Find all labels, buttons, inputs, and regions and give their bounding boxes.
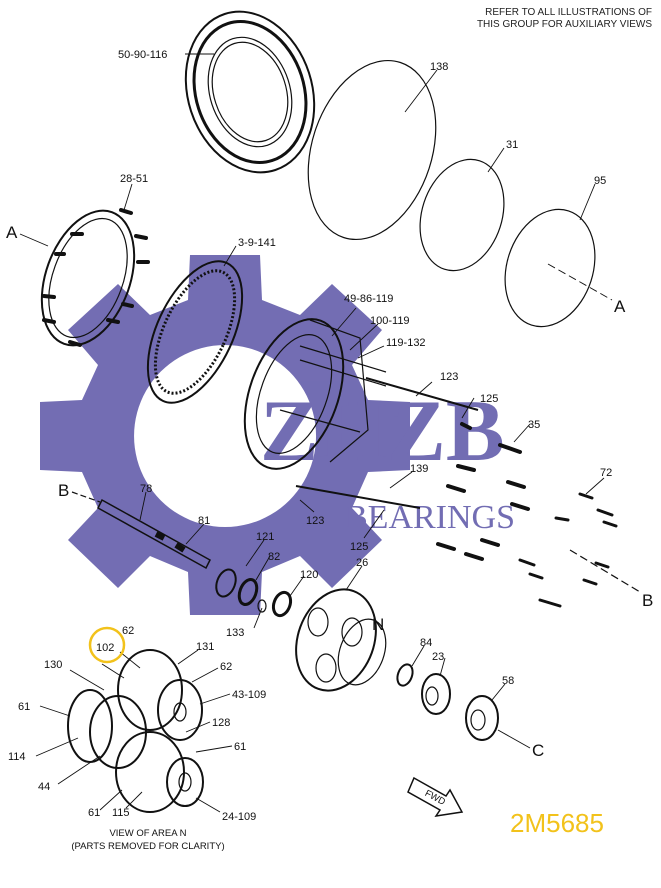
callout-label: 133	[226, 627, 244, 639]
callout-label: 125	[480, 393, 498, 405]
callout-label: 61	[234, 741, 246, 753]
callout-label: 44	[38, 781, 50, 793]
callout-label: 81	[198, 515, 210, 527]
callout-label: 82	[268, 551, 280, 563]
callout-label: 102	[96, 642, 114, 654]
leader-lines	[19, 53, 613, 813]
clutch-plate	[40, 209, 136, 347]
axis-line-b-right	[569, 549, 641, 593]
rod-123	[365, 377, 479, 411]
callout-label: 125	[350, 541, 368, 553]
callout-label: 35	[528, 419, 540, 431]
callout-label: 49-86-119	[344, 293, 393, 305]
callout-label: 58	[502, 675, 514, 687]
gear-58	[465, 695, 499, 741]
area-n-gear-cluster	[67, 649, 204, 813]
callout-label: C	[532, 741, 544, 760]
callout-label: A	[614, 297, 626, 316]
planet-carrier	[295, 588, 387, 692]
highlight-circle	[88, 626, 126, 664]
pin-group-72	[518, 492, 618, 608]
ring-84	[396, 663, 414, 687]
callout-label: 114	[8, 751, 26, 763]
watermark-gear-icon	[40, 255, 410, 615]
watermark-subtitle: BEARINGS	[345, 499, 515, 536]
callout-label: 123	[440, 371, 458, 383]
housing-plate	[184, 10, 316, 174]
ring-133	[257, 599, 267, 613]
callout-label: 50-90-116	[118, 49, 167, 61]
header-note-line1: REFER TO ALL ILLUSTRATIONS OF	[485, 7, 652, 18]
clutch-disc	[146, 260, 244, 404]
callout-label: 95	[594, 175, 606, 187]
shaft-139	[295, 485, 421, 509]
callout-label: 28-51	[120, 173, 148, 185]
callout-label: 115	[112, 807, 130, 819]
callout-label: 23	[432, 651, 444, 663]
callout-label: 128	[212, 717, 230, 729]
clutch-plate-pins	[42, 208, 150, 347]
seal-ring-95	[504, 208, 596, 328]
callout-label: 62	[220, 661, 232, 673]
header-note-line2: THIS GROUP FOR AUXILIARY VIEWS	[477, 19, 652, 30]
bearing-82	[237, 577, 259, 607]
area-caption-line1: VIEW OF AREA N	[109, 828, 186, 839]
callout-label: 120	[300, 569, 318, 581]
callout-label: 100-119	[370, 315, 410, 327]
part-code: 2M5685	[510, 808, 604, 838]
area-caption-line2: (PARTS REMOVED FOR CLARITY)	[71, 841, 224, 852]
callout-label: 139	[410, 463, 428, 475]
fwd-label: FWD	[423, 788, 447, 808]
callout-label: 3-9-141	[238, 237, 276, 249]
gear-23	[421, 673, 451, 715]
callout-label: 121	[256, 531, 274, 543]
callout-label: 119-132	[386, 337, 426, 349]
seal-ring-31	[419, 158, 505, 272]
seal-121	[215, 568, 237, 598]
callout-label: 31	[506, 139, 518, 151]
callout-label: 84	[420, 637, 432, 649]
callout-label: A	[6, 223, 18, 242]
callout-label: 130	[44, 659, 62, 671]
clutch-housing	[243, 318, 387, 470]
seal-120	[271, 590, 293, 618]
callout-label: 72	[600, 467, 612, 479]
fwd-arrow-icon	[407, 776, 464, 818]
callout-label: B	[642, 591, 653, 610]
callout-label: 78	[140, 483, 152, 495]
main-shaft	[71, 491, 211, 570]
callout-label: 43-109	[232, 689, 266, 701]
callout-label: 138	[430, 61, 448, 73]
seal-ring-138	[307, 59, 437, 241]
line-art	[19, 10, 641, 818]
callout-label: 61	[18, 701, 30, 713]
callout-label: 131	[196, 641, 214, 653]
callout-label: 26	[356, 557, 368, 569]
callout-label: 62	[122, 625, 134, 637]
watermark-gear-logo: ZHZB BEARINGS	[40, 255, 515, 615]
callout-label: N	[372, 615, 384, 634]
callout-label: 123	[306, 515, 324, 527]
callout-label: 24-109	[222, 811, 256, 823]
watermark-brand: ZHZB	[260, 383, 505, 480]
pin-group-35	[436, 422, 530, 561]
callout-label: B	[58, 481, 69, 500]
callout-labels: 50-90-116 138 31 95 A 28-51 A 3-9-141 49…	[6, 49, 653, 823]
callout-label: 61	[88, 807, 100, 819]
